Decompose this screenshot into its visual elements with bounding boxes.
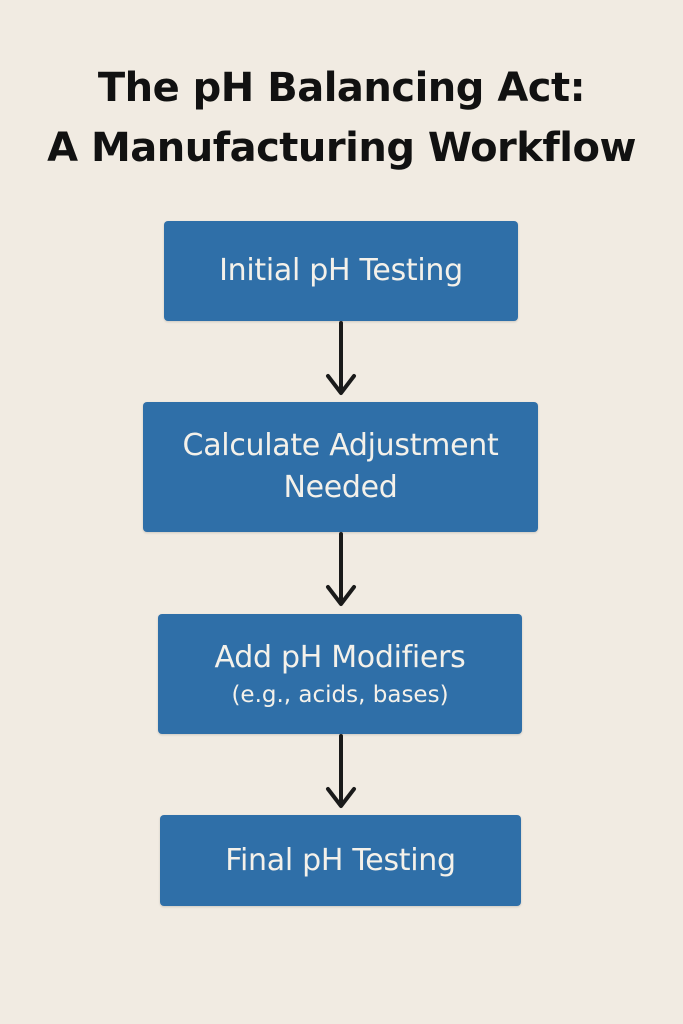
title-line-1: The pH Balancing Act: [97,65,586,111]
step-1-label: Initial pH Testing [219,253,463,288]
step-calculate-adjustment: Calculate Adjustment Needed [143,402,538,532]
step-3-label: Add pH Modifiers [214,640,466,675]
arrow-down-icon-3 [326,734,356,808]
step-initial-ph-testing: Initial pH Testing [164,221,518,321]
step-final-ph-testing: Final pH Testing [160,815,521,906]
step-4-label: Final pH Testing [225,842,456,878]
step-add-ph-modifiers: Add pH Modifiers (e.g., acids, bases) [158,614,522,734]
step-2-label-line-2: Needed [283,470,398,505]
diagram-title: The pH Balancing Act: A Manufacturing Wo… [0,58,683,178]
arrow-down-icon-2 [326,532,356,606]
step-3-sublabel: (e.g., acids, bases) [231,682,449,708]
arrow-down-icon-1 [326,321,356,395]
step-2-label-line-1: Calculate Adjustment [182,428,499,463]
title-line-2: A Manufacturing Workflow [47,125,636,171]
